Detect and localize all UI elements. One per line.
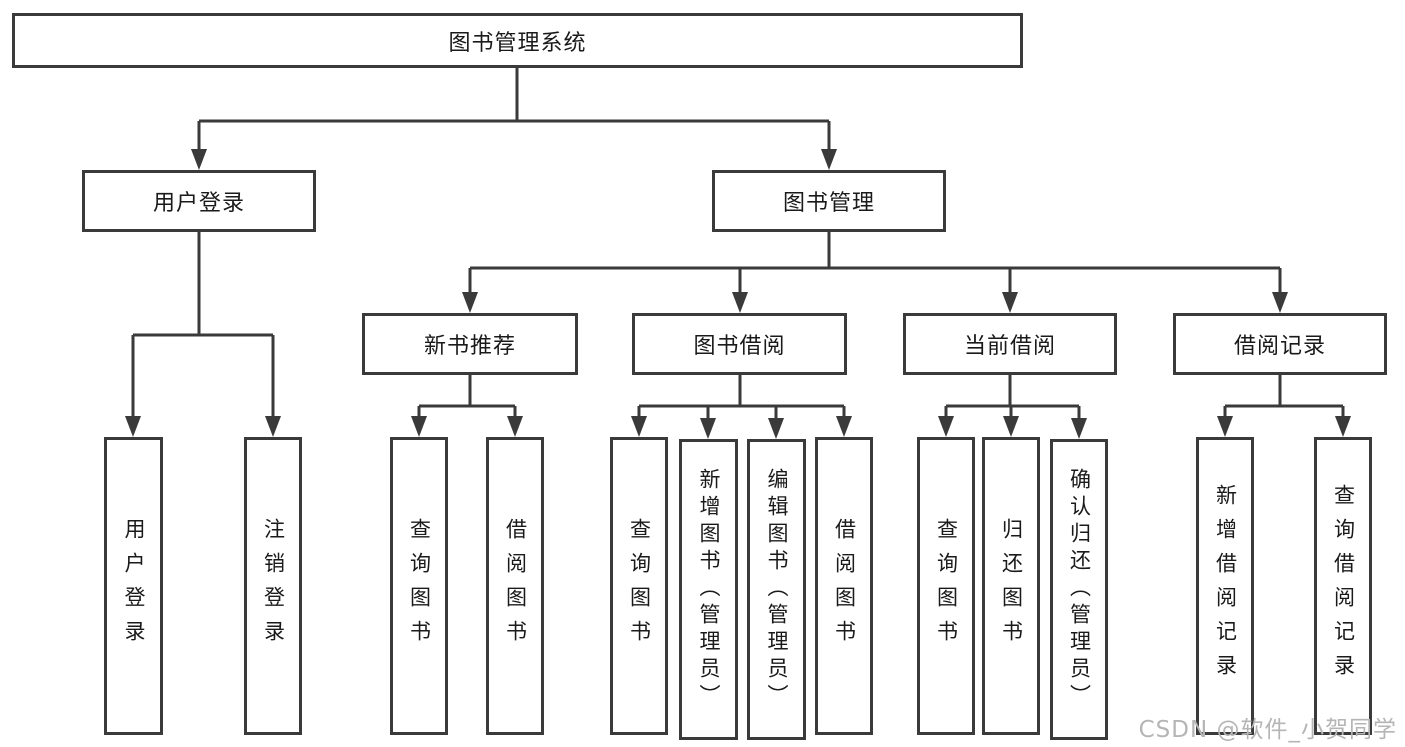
leaf-label: 查询图书 (627, 518, 652, 654)
leaf-confirm-return-admin: 确认归还（管理员） (1050, 439, 1108, 740)
node-label: 新书推荐 (423, 334, 516, 359)
leaf-label: 新增图书（管理员） (697, 468, 721, 711)
leaf-label: 查询图书 (407, 518, 432, 654)
node-new-book-recommendation: 新书推荐 (362, 313, 578, 375)
arrowheads (125, 149, 1351, 439)
node-label: 图书管理系统 (448, 30, 587, 56)
node-label: 借阅记录 (1233, 334, 1326, 359)
leaf-borrow-books-borrowing: 借阅图书 (815, 437, 873, 735)
node-borrowing-records: 借阅记录 (1173, 313, 1387, 375)
leaf-return-book: 归还图书 (982, 437, 1040, 735)
node-user-login: 用户登录 (82, 170, 316, 232)
leaf-label: 借阅图书 (832, 518, 857, 654)
leaf-query-books-recommend: 查询图书 (390, 437, 448, 735)
node-label: 用户登录 (152, 191, 245, 216)
leaf-label: 归还图书 (999, 518, 1024, 654)
node-label: 当前借阅 (963, 334, 1056, 359)
leaf-label: 注销登录 (261, 518, 286, 654)
node-label: 图书借阅 (693, 334, 786, 359)
csdn-watermark: CSDN @软件_小贺同学 (1138, 717, 1397, 743)
node-current-borrowing: 当前借阅 (903, 313, 1117, 375)
leaf-add-borrow-record: 新增借阅记录 (1196, 437, 1254, 735)
leaf-label: 新增借阅记录 (1213, 484, 1238, 688)
leaf-query-borrow-record: 查询借阅记录 (1314, 437, 1372, 735)
leaf-borrow-books-recommend: 借阅图书 (486, 437, 544, 735)
node-label: 图书管理 (782, 191, 875, 216)
leaf-logout: 注销登录 (244, 437, 302, 735)
leaf-label: 确认归还（管理员） (1067, 468, 1092, 711)
leaf-label: 查询借阅记录 (1331, 484, 1356, 688)
leaf-query-books-borrowing: 查询图书 (610, 437, 668, 735)
leaf-label: 编辑图书（管理员） (765, 468, 789, 711)
leaf-label: 查询图书 (934, 518, 959, 654)
node-book-borrowing: 图书借阅 (632, 313, 847, 375)
leaf-query-books-current: 查询图书 (917, 437, 975, 735)
leaf-user-login: 用户登录 (104, 437, 163, 735)
node-book-management: 图书管理 (712, 170, 946, 232)
leaf-add-book-admin: 新增图书（管理员） (679, 439, 738, 740)
leaf-edit-book-admin: 编辑图书（管理员） (747, 439, 806, 740)
leaf-label: 借阅图书 (503, 518, 528, 654)
leaf-label: 用户登录 (122, 518, 146, 654)
node-library-management-system: 图书管理系统 (12, 13, 1023, 68)
